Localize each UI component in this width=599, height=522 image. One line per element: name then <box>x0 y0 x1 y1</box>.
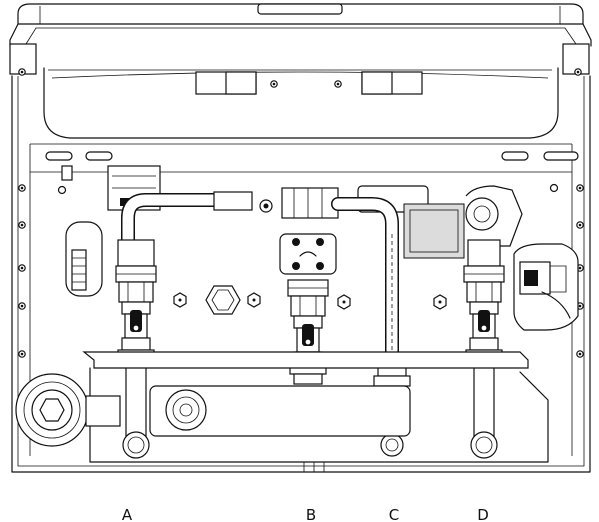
connection-c-label: C <box>389 506 399 522</box>
connection-d-label: D <box>477 506 489 522</box>
connection-a-pipe <box>115 239 157 459</box>
pipework <box>121 187 399 367</box>
top-cover <box>9 3 592 76</box>
lower-manifold <box>82 351 549 472</box>
connection-a-label: A <box>122 506 133 522</box>
connection-b-label: B <box>306 506 316 522</box>
pump-nut <box>15 373 121 447</box>
connection-d-pipe <box>463 185 523 459</box>
housing-frame <box>11 75 591 473</box>
front-panel <box>43 67 559 139</box>
connection-b-pipe <box>279 233 337 385</box>
